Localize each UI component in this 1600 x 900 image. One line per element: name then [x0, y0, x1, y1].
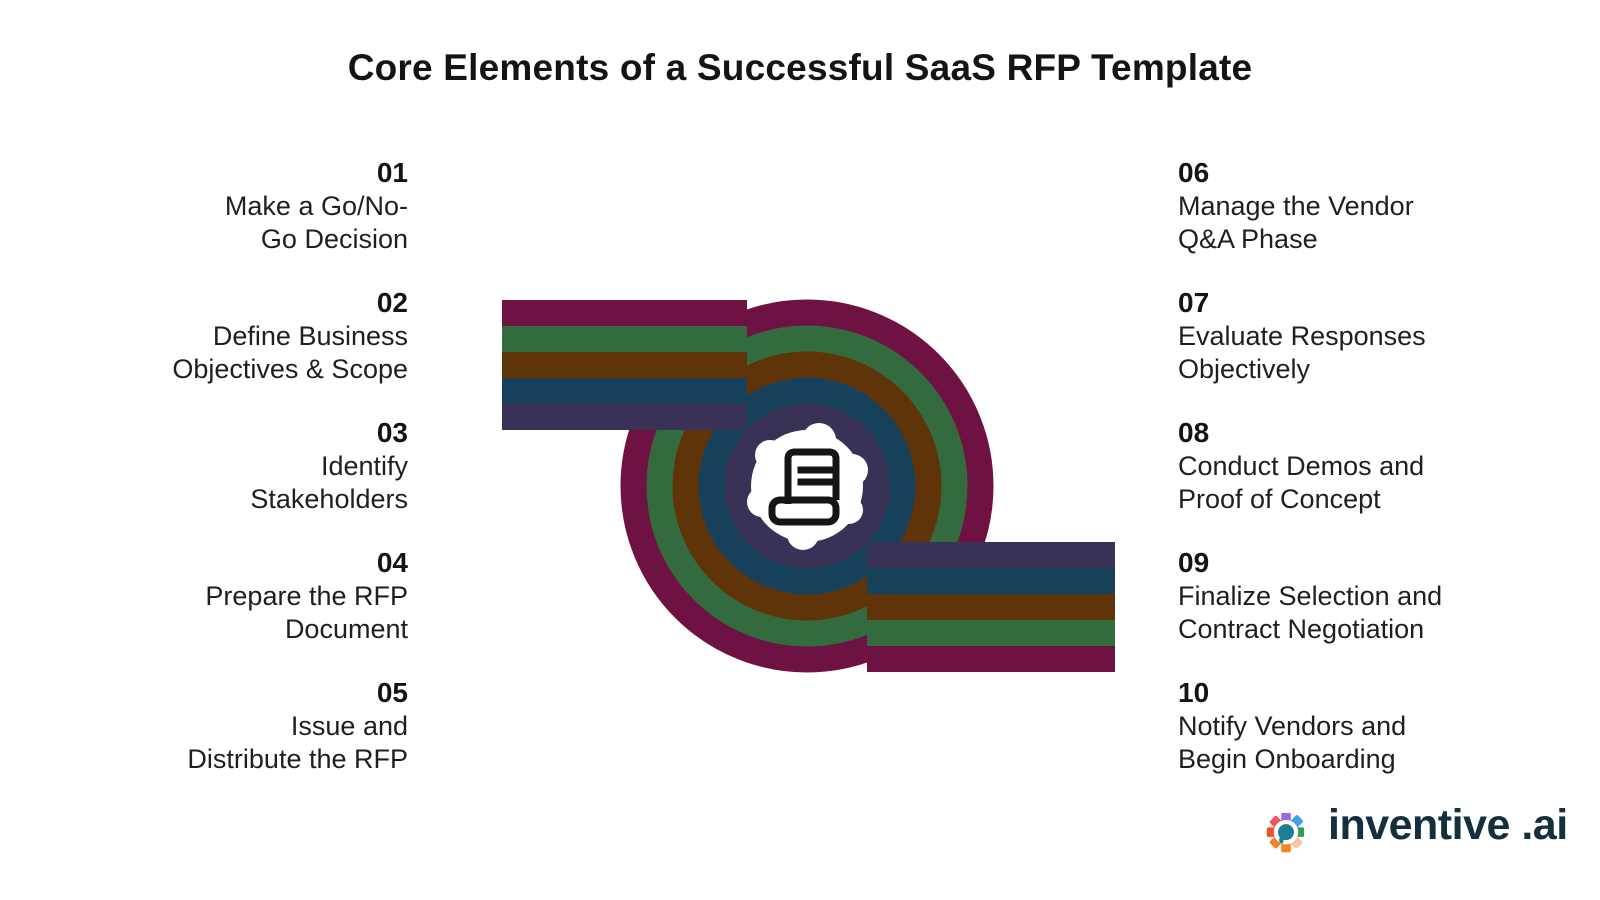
- swirl-ring-3: [672, 351, 942, 621]
- step-label: Finalize Selection and Contract Negotiat…: [1178, 581, 1443, 644]
- step-label: Make a Go/No- Go Decision: [224, 191, 408, 254]
- step-03: 03 Identify Stakeholders: [78, 416, 408, 516]
- step-label: Prepare the RFP Document: [205, 581, 408, 644]
- logo-center-dot: [1278, 824, 1294, 841]
- step-08: 08 Conduct Demos and Proof of Concept: [1178, 416, 1508, 516]
- logo-center-tail: [1279, 836, 1284, 844]
- step-06: 06 Manage the Vendor Q&A Phase: [1178, 156, 1508, 256]
- step-02: 02 Define Business Objectives & Scope: [78, 286, 408, 386]
- band-stripe: [502, 378, 747, 404]
- swirl-ring-1: [620, 299, 994, 673]
- step-label: Evaluate Responses Objectively: [1178, 321, 1426, 384]
- swirl-ring-2: [646, 325, 968, 647]
- swirl-ring-4: [698, 377, 916, 595]
- band-stripe: [502, 326, 747, 352]
- step-05: 05 Issue and Distribute the RFP: [78, 676, 408, 776]
- step-label: Manage the Vendor Q&A Phase: [1178, 191, 1414, 254]
- step-number: 02: [376, 287, 408, 318]
- step-number: 10: [1178, 677, 1210, 708]
- band-stripe: [502, 300, 747, 326]
- step-label: Conduct Demos and Proof of Concept: [1178, 451, 1425, 514]
- step-number: 09: [1178, 547, 1210, 578]
- band-stripe: [867, 620, 1115, 646]
- step-04: 04 Prepare the RFP Document: [78, 546, 408, 646]
- page-title: Core Elements of a Successful SaaS RFP T…: [347, 47, 1253, 88]
- inventive-logo-mark-icon: [1266, 812, 1305, 853]
- step-number: 05: [376, 677, 408, 708]
- swirl-band-bottom: [867, 542, 1115, 672]
- inventive-logo-text: inventive .ai: [1328, 801, 1568, 849]
- step-07: 07 Evaluate Responses Objectively: [1178, 286, 1508, 386]
- band-stripe: [502, 404, 747, 430]
- step-number: 03: [376, 417, 408, 448]
- step-09: 09 Finalize Selection and Contract Negot…: [1178, 546, 1508, 646]
- band-stripe: [867, 568, 1115, 594]
- step-number: 06: [1178, 157, 1210, 188]
- band-stripe: [867, 542, 1115, 568]
- swirl-band-top: [502, 300, 747, 430]
- step-number: 01: [376, 157, 408, 188]
- step-number: 08: [1178, 417, 1210, 448]
- band-stripe: [502, 352, 747, 378]
- step-label: Issue and Distribute the RFP: [187, 711, 408, 774]
- band-stripe: [867, 594, 1115, 620]
- swirl-ring-5: [724, 403, 890, 569]
- receipt-document-icon: [768, 448, 840, 526]
- step-label: Identify Stakeholders: [250, 451, 408, 514]
- step-number: 04: [376, 547, 408, 578]
- step-label: Define Business Objectives & Scope: [172, 321, 408, 384]
- step-label: Notify Vendors and Begin Onboarding: [1178, 711, 1407, 774]
- step-10: 10 Notify Vendors and Begin Onboarding: [1178, 676, 1508, 776]
- step-number: 07: [1178, 287, 1210, 318]
- step-01: 01 Make a Go/No- Go Decision: [78, 156, 408, 256]
- band-stripe: [867, 646, 1115, 672]
- inventive-logo: inventive .ai: [1254, 794, 1584, 860]
